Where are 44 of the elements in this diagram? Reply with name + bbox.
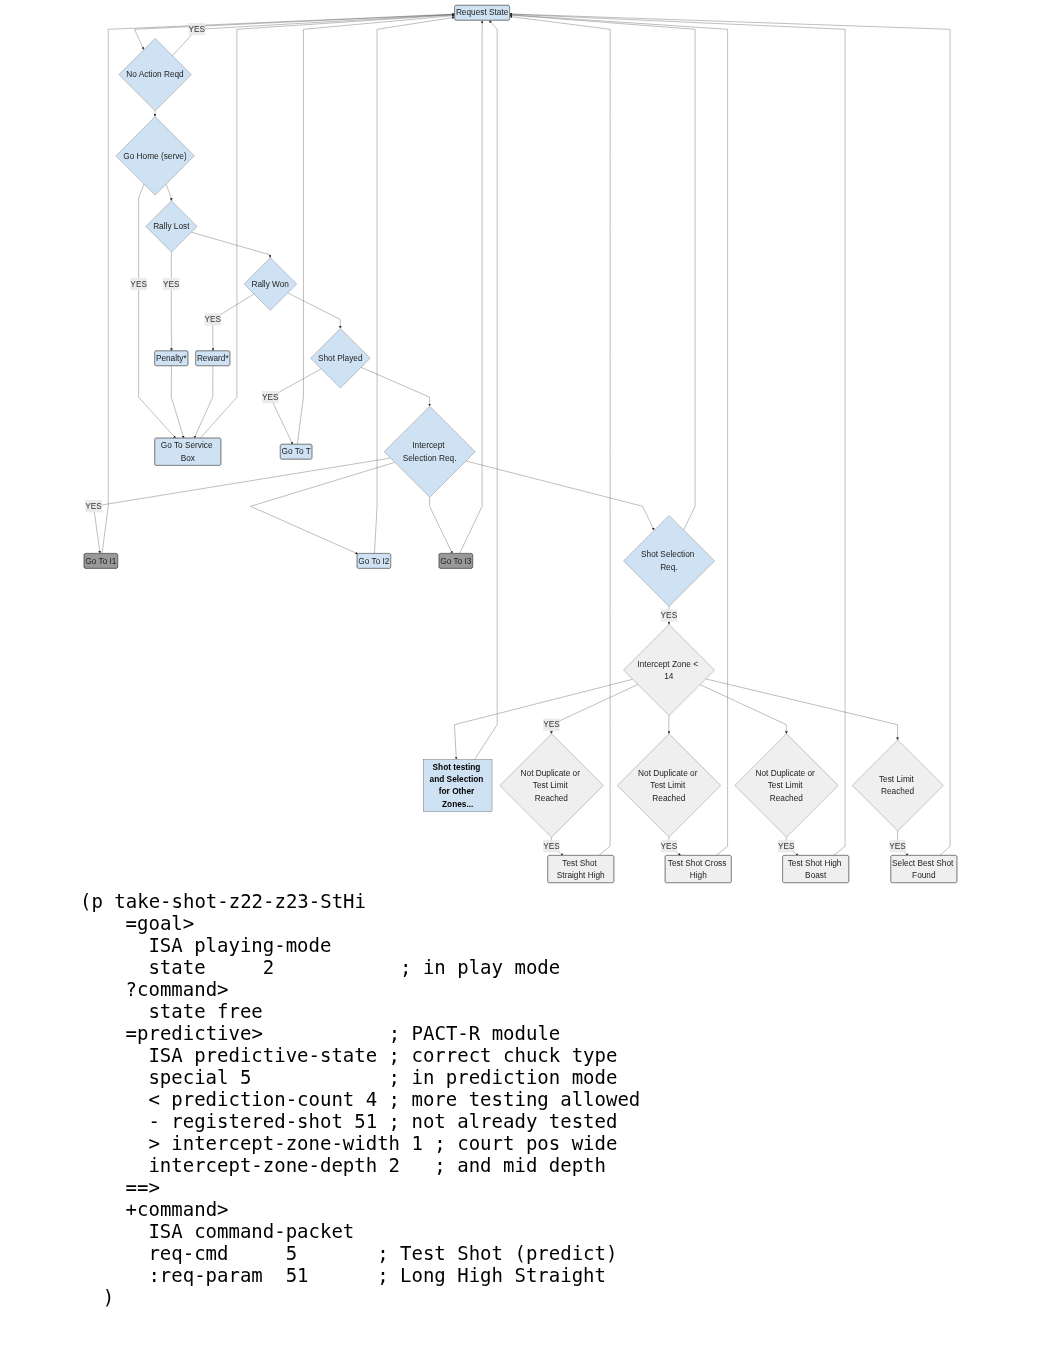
code-line: (p take-shot-z22-z23-StHi [80, 890, 366, 912]
code-line: state free [148, 1000, 263, 1022]
edge-label: YES [543, 841, 560, 851]
edge-label: YES [163, 279, 180, 289]
code-line: < prediction-count 4 ; more testing allowed [148, 1088, 641, 1110]
code-line: > intercept-zone-width 1 ; court pos wide [148, 1132, 618, 1154]
code-line: special 5 ; in prediction mode [148, 1066, 618, 1088]
code-line: intercept-zone-depth 2 ; and mid depth [148, 1154, 606, 1176]
code-line: ?command> [125, 978, 229, 1000]
edge-label: YES [85, 501, 102, 511]
edge-label: YES [889, 841, 906, 851]
node-diamond: Rally Lost [145, 200, 198, 253]
code-line: state 2 ; in play mode [148, 956, 561, 978]
code-line: - registered-shot 51 ; not already tested [148, 1110, 618, 1132]
node-diamond: Shot Played [310, 328, 371, 389]
edge-label: YES [660, 841, 678, 851]
node-diamond: Go Home (serve) [115, 116, 195, 196]
edge-label: YES [778, 841, 795, 851]
edge-label: YES [204, 314, 222, 324]
code-line: =goal> [125, 912, 195, 934]
code-line: ) [102, 1286, 115, 1308]
node-box: Shot testing and Selection for Other Zones... [423, 759, 493, 812]
node-diamond: No Action Reqd [118, 38, 192, 111]
code-line: req-cmd 5 ; Test Shot (predict) [148, 1242, 618, 1264]
node-diamond: Not Duplicate or Test Limit Reached [617, 733, 721, 838]
node-diamond: Shot Selection Req. [623, 515, 715, 607]
node-diamond: Intercept Zone < 14 [623, 624, 715, 716]
edge-label: YES [188, 24, 206, 34]
node-diamond: Test Limit Reached [852, 739, 944, 832]
edge-label: YES [130, 279, 147, 289]
node-diamond: Not Duplicate or Test Limit Reached [734, 733, 839, 838]
code-line: ISA predictive-state ; correct chuck type [148, 1044, 618, 1066]
edge-label: YES [543, 719, 560, 730]
code-line: ISA playing-mode [148, 934, 332, 956]
edge-label: YES [261, 392, 279, 402]
code-line: ISA command-packet [148, 1220, 355, 1242]
node-diamond: Rally Won [243, 257, 297, 311]
code-line: +command> [125, 1198, 229, 1220]
node-diamond: Not Duplicate or Test Limit Reached [499, 733, 604, 838]
code-line: =predictive> ; PACT-R module [125, 1022, 561, 1044]
edge-label: YES [660, 610, 678, 621]
code-line: ==> [125, 1176, 160, 1198]
code-line: :req-param 51 ; Long High Straight [148, 1264, 606, 1286]
node-diamond: Intercept Selection Req. [384, 406, 476, 498]
